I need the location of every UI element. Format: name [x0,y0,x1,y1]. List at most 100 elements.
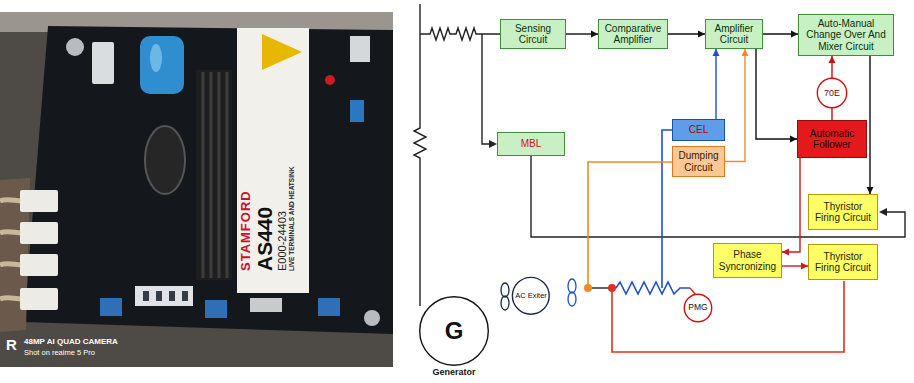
terminal-connector [20,190,58,212]
circle-shape [420,297,489,366]
node-label: Dumping Circuit [676,150,721,173]
block-box: Amplifier Circuit [705,19,763,49]
wiring [414,4,905,352]
module [92,42,114,84]
sticker-text: STAMFORD [239,35,253,285]
connector-arrow [725,49,749,162]
terminal-connector [20,254,58,276]
block-box: Thyristor Firing Circuit [808,244,878,280]
screw [364,310,380,326]
junction-dot [584,284,592,292]
arrowhead [790,136,797,143]
terminal-connector [20,222,58,244]
led [325,75,335,85]
dip-levers [143,291,188,301]
junction-dot [608,284,616,292]
exciter-coil [501,296,509,310]
field-winding [616,282,690,294]
arrowhead [698,31,705,38]
pmg-coil [568,292,576,306]
node-label: Automatic Follower [801,128,863,151]
connector-arrow [832,108,833,120]
block-box: Sensing Circuit [500,19,566,49]
avr-photo [0,12,393,367]
arrowhead [782,249,789,256]
connector-arrow [756,49,797,143]
trimmer-pot [100,298,122,316]
small-capacitor [350,100,364,122]
dip-switch [135,286,193,306]
arrowhead [879,208,887,216]
block-box: Automatic Follower [797,120,867,158]
block-box: Thyristor Firing Circuit [808,194,878,230]
arrowhead [867,187,874,194]
sticker-label-group: STAMFORDAS440E000-24403LIVE TERMINALS AN… [239,35,305,285]
watermark-text: 48MP AI QUAD CAMERA [24,338,118,347]
node-caption: Generator [432,367,475,377]
wires [0,200,22,299]
block-box: Phase Syncronizing [713,243,782,278]
cel-sense-wire [662,130,672,288]
connector-line [756,49,797,139]
connector [350,36,370,62]
connector-arrow [566,31,598,38]
connector-arrow [829,56,836,78]
circle-node: AC Exiter [512,277,550,315]
sticker-text: AS440 [253,35,276,285]
circle-shape [817,78,846,107]
block-box: Dumping Circuit [672,146,725,177]
warning-triangle [262,34,302,70]
trimmer-pot [318,298,340,316]
node-label: Auto-Manual Change Over And Mixer Circui… [802,18,890,53]
connector-arrow [763,31,798,38]
thyristor-output-wire [612,281,844,352]
label-sticker [237,28,309,293]
node-label: G [445,317,464,345]
screw [66,38,84,56]
mbl-feed-wire [482,34,490,144]
node-label: Phase Syncronizing [717,249,778,272]
connector-line [725,49,745,162]
block-box: Comparative Amplifier [598,19,668,49]
photo-background [0,12,393,367]
node-label: Thyristor Firing Circuit [812,251,874,274]
connector-line [869,56,870,194]
node-label: Sensing Circuit [504,23,562,46]
node-label: CEL [689,124,708,136]
watermark-text: Shot on realme 5 Pro [24,349,95,357]
arrowhead [801,263,808,270]
sensing-resistors [420,28,500,40]
blue-capacitor [140,36,184,94]
generator-lead-resistor [414,4,426,306]
block-box: Auto-Manual Change Over And Mixer Circui… [798,14,894,56]
watermark-text: R [6,337,17,354]
connector-arrow [713,49,720,119]
node-label: AC Exiter [515,292,547,301]
sticker-text: E000-24403 [276,35,288,285]
circuit-board [24,26,393,334]
trimmer-pot [205,300,227,318]
connector-arrow [867,56,874,194]
arrowhead [742,49,749,56]
node-label: Amplifier Circuit [709,23,759,46]
node-label: 70E [824,88,840,98]
arrowhead [713,49,720,56]
block-box: MBL [497,132,565,156]
block-box: CEL [672,119,725,141]
pmg-coil [568,279,576,293]
node-label: Comparative Amplifier [602,23,664,46]
arrowhead [829,56,836,63]
circle-shape [684,294,711,321]
circle-shape [513,278,550,315]
dumping-wire [588,162,672,284]
terminal-connector [20,288,58,310]
electrolytic-capacitor [145,126,185,194]
heatsink-fins [203,72,227,278]
node-label: MBL [521,138,542,150]
connector-line [715,49,716,119]
circle-node: PMG [684,294,712,322]
connector-arrow [782,263,808,270]
connector-line [831,108,832,120]
node-label: Thyristor Firing Circuit [812,201,874,224]
